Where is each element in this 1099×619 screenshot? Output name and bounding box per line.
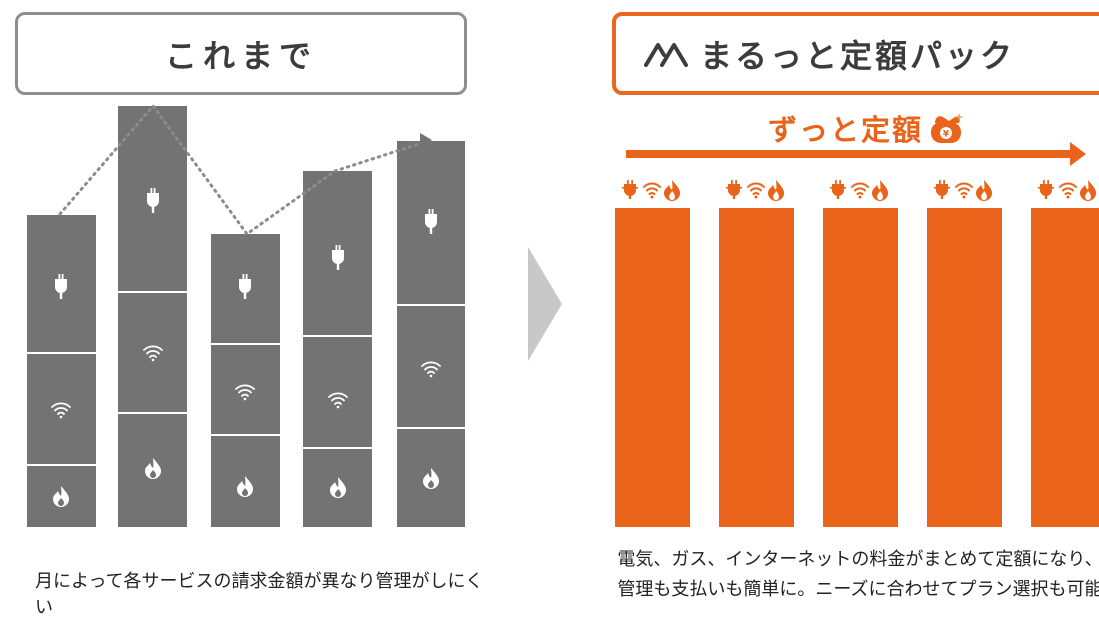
arrow-right-icon: [626, 142, 1086, 166]
package-title: まるっと定額パック: [612, 12, 1099, 95]
bar-month-3: [211, 234, 280, 527]
before-title-text: これまで: [164, 36, 317, 75]
after-caption-line-1: 電気、ガス、インターネットの料金がまとめて定額になり、: [617, 549, 1099, 570]
flat-bar-2: [719, 208, 794, 527]
bar-month-4: [303, 171, 372, 527]
plug-wifi-flame-icon: [621, 179, 681, 202]
bar-month-5: [397, 141, 465, 527]
orange-icon-groups: [621, 179, 1097, 202]
after-caption: 電気、ガス、インターネットの料金がまとめて定額になり、 管理も支払いも簡単に。ニ…: [600, 545, 1099, 605]
flat-bar-1: [615, 208, 690, 527]
flat-bar-3: [823, 208, 898, 527]
flat-rate-banner: ずっと定額 ¥: [768, 108, 965, 148]
trend-line: [58, 103, 432, 237]
chevron-right-icon: [528, 247, 562, 361]
wallet-icon: ¥: [931, 113, 964, 143]
flat-bar-5: [1031, 208, 1099, 527]
flat-bar-4: [927, 208, 1002, 527]
bar-month-1: [27, 215, 96, 527]
plug-wifi-flame-icon: [829, 179, 889, 202]
svg-text:¥: ¥: [943, 130, 950, 140]
plug-wifi-flame-icon: [933, 179, 993, 202]
flat-rate-label: ずっと定額: [768, 113, 924, 147]
plug-wifi-flame-icon: [725, 179, 785, 202]
brand-logo-icon: [644, 42, 688, 67]
after-caption-line-2: 管理も支払いも簡単に。ニーズに合わせてプラン選択も可能: [617, 579, 1099, 600]
before-caption: 月によって各サービスの請求金額が異なり管理がしにくい: [35, 571, 484, 618]
bar-month-2: [118, 106, 187, 527]
plug-wifi-flame-icon: [1037, 179, 1097, 202]
before-title: これまで: [15, 12, 467, 95]
package-title-text: まるっと定額パック: [700, 36, 1016, 75]
